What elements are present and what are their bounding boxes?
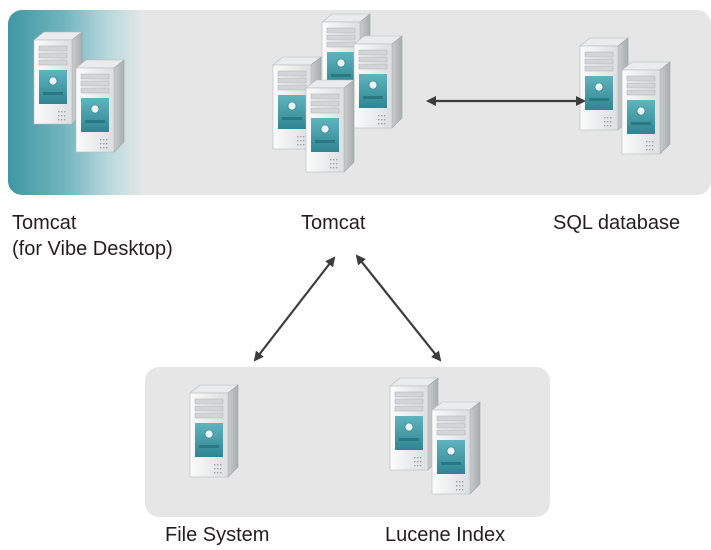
vibe-desktop-label-line1: Tomcat [12, 212, 77, 234]
server-tower-icon [621, 61, 671, 155]
sql-database-server-group [579, 37, 671, 155]
sql-database-label: SQL database [553, 212, 681, 234]
vibe-desktop-tomcat-label: Tomcat (for Vibe Desktop) [12, 210, 173, 262]
server-tower-icon [389, 377, 439, 471]
arrow-tomcat-filesystem [253, 256, 336, 362]
file-system-server-group [189, 384, 239, 478]
server-tower-icon [579, 37, 629, 131]
server-tower-icon [75, 59, 125, 153]
server-tower-icon [353, 35, 403, 129]
lucene-index-label: Lucene Index [385, 524, 506, 546]
tomcat-server-group [272, 13, 403, 173]
server-tower-icon [33, 31, 83, 125]
server-tower-icon [189, 384, 239, 478]
server-tower-icon [305, 79, 355, 173]
tomcat-label: Tomcat [301, 212, 366, 234]
arrow-tomcat-lucene [355, 254, 442, 362]
vibe-desktop-server-group [33, 31, 125, 153]
server-tower-icon [431, 401, 481, 495]
vibe-desktop-label-line2: (for Vibe Desktop) [12, 238, 173, 260]
lucene-index-server-group [389, 377, 481, 495]
file-system-label: File System [165, 524, 270, 546]
